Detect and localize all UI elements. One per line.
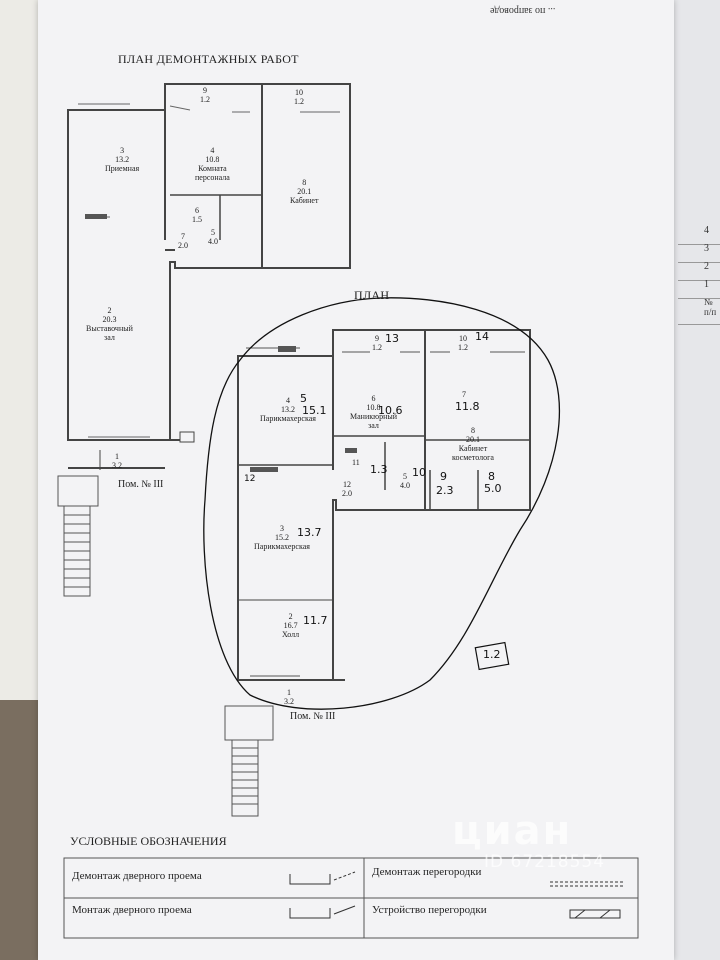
handwritten-number: 15.1 (302, 404, 327, 417)
room-label: 11 (352, 458, 360, 467)
handwritten-number: 13.7 (297, 526, 322, 539)
side-table-row: 1 (678, 279, 720, 299)
pom-label: Пом. № III (118, 479, 164, 490)
legend-item: Демонтаж перегородки (372, 866, 482, 878)
door-mark (179, 431, 195, 443)
legend-title: УСЛОВНЫЕ ОБОЗНАЧЕНИЯ (70, 834, 227, 848)
stairs-main (224, 705, 274, 817)
handwritten-number: 1.2 (483, 648, 501, 661)
handwritten-number: 5.0 (484, 482, 502, 495)
main-plan-title: ПЛАН (354, 288, 390, 302)
handwritten-number: 10 (412, 466, 426, 479)
handwritten-number: 8 (488, 470, 495, 483)
hand-drawn-box (474, 641, 510, 671)
demontage-plan-walls (67, 83, 351, 470)
handwritten-number: 14 (475, 330, 489, 343)
legend-item: Демонтаж дверного проема (72, 870, 202, 882)
pom-label: Пом. № III (290, 711, 336, 722)
handwritten-number: 11.8 (455, 400, 480, 413)
plan-sheet (38, 0, 674, 960)
handwritten-number: 10.6 (378, 404, 403, 417)
handwritten-number: 2.3 (436, 484, 454, 497)
watermark-brand: циан (452, 808, 573, 854)
handwritten-number: 9 (440, 470, 447, 483)
watermark-id: ID 67218554 (484, 852, 606, 872)
side-table-row: 2 (678, 261, 720, 281)
main-plan-window-marks (246, 347, 525, 677)
main-plan-walls (237, 329, 531, 681)
side-table-row: 3 (678, 243, 720, 263)
legend-symbols (289, 871, 625, 919)
handwritten-number: 1.3 (370, 463, 388, 476)
handwritten-number: 13 (385, 332, 399, 345)
demontage-plan-title: ПЛАН ДЕМОНТАЖНЫХ РАБОТ (118, 52, 299, 66)
handwritten-number: 12 (244, 474, 256, 484)
handwritten-number: 11.7 (303, 614, 328, 627)
legend-item: Монтаж дверного проема (72, 904, 192, 916)
handwritten-number: 5 (300, 392, 307, 405)
radiator-marks (85, 214, 357, 472)
legend-item: Устройство перегородки (372, 904, 487, 916)
legend-table (63, 857, 639, 939)
side-table-header: № п/п (678, 297, 720, 325)
room-label: 7 (462, 390, 466, 399)
side-table-row: 4 (678, 225, 720, 245)
stairs-left (57, 475, 99, 597)
side-table: 4 3 2 1 № п/п (678, 225, 720, 325)
hand-drawn-outline (203, 297, 561, 710)
